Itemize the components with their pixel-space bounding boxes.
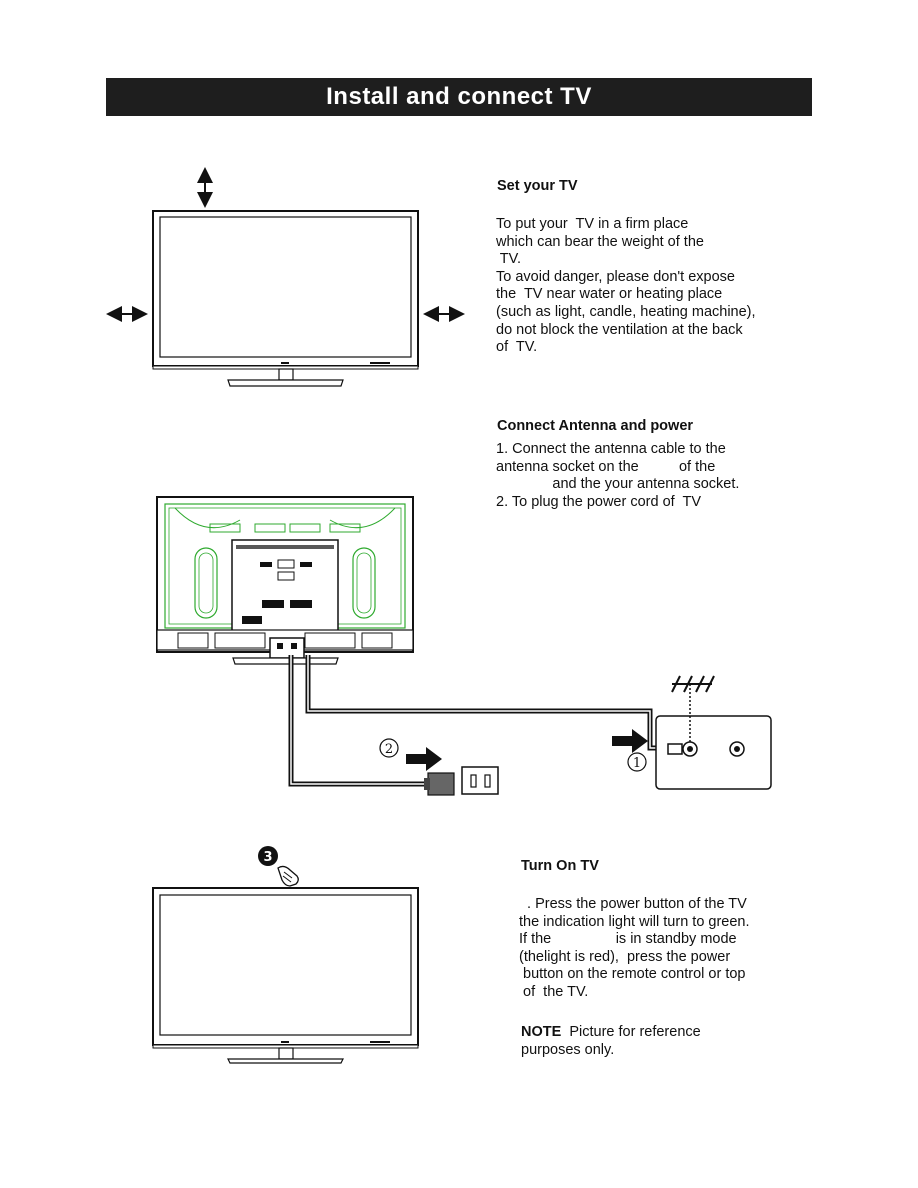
set-tv-line: do not block the ventilation at the back xyxy=(496,321,743,338)
step-marker-1-text: 1 xyxy=(633,756,641,771)
antenna-line: 1. Connect the antenna cable to the xyxy=(496,441,726,457)
turn-on-text: . Press the power button of the TV the i… xyxy=(519,896,750,1002)
antenna-cable xyxy=(305,655,668,751)
set-tv-line: To put your TV in a firm place xyxy=(496,216,689,232)
set-tv-line: To avoid danger, please don't expose xyxy=(496,268,735,285)
antenna-line: and the your antenna socket. xyxy=(496,476,740,493)
note-label: NOTE xyxy=(521,1024,562,1040)
note-text: Picture for reference xyxy=(561,1024,701,1040)
antenna-text: 1. Connect the antenna cable to the ante… xyxy=(496,441,739,511)
power-outlet-icon xyxy=(461,766,499,795)
step-marker-3: 3 xyxy=(258,846,278,866)
step-marker-3-text: 3 xyxy=(263,850,272,865)
set-tv-line: of TV. xyxy=(496,339,538,356)
antenna-arrow-icon xyxy=(612,729,648,753)
page-title: Install and connect TV xyxy=(326,83,592,110)
turn-on-line: If the is in standby mode xyxy=(519,931,737,948)
note-line: NOTE Picture for reference xyxy=(521,1024,701,1042)
tv-front-illustration xyxy=(152,210,419,387)
turn-on-line: button on the remote control or top xyxy=(519,966,746,983)
turn-on-line: (thelight is red), press the power xyxy=(519,948,731,965)
antenna-wall-plate xyxy=(655,684,772,790)
turn-on-line: . Press the power button of the TV xyxy=(519,896,747,912)
turn-on-line: the indication light will turn to green. xyxy=(519,913,750,930)
tv-back-illustration xyxy=(156,496,414,665)
set-tv-heading: Set your TV xyxy=(497,178,578,194)
set-tv-line: the TV near water or heating place xyxy=(496,286,723,303)
power-arrow-icon xyxy=(406,747,442,771)
power-cable xyxy=(288,655,428,787)
power-plug-icon xyxy=(424,772,455,796)
clearance-arrows xyxy=(106,167,465,322)
turn-on-line: of the TV. xyxy=(519,983,589,1000)
antenna-line: antenna socket on the of the xyxy=(496,458,716,475)
turn-on-heading: Turn On TV xyxy=(521,858,599,874)
set-tv-line: (such as light, candle, heating machine)… xyxy=(496,303,756,320)
antenna-heading: Connect Antenna and power xyxy=(497,418,694,434)
step-marker-1: 1 xyxy=(627,752,647,772)
note-block: NOTE Picture for reference purposes only… xyxy=(521,1024,701,1059)
antenna-line: 2. To plug the power cord of TV xyxy=(496,493,702,510)
note-line: purposes only. xyxy=(521,1041,615,1058)
set-tv-line: TV. xyxy=(496,251,521,268)
step-marker-2-text: 2 xyxy=(385,742,393,757)
step-marker-2: 2 xyxy=(379,738,399,758)
set-tv-line: which can bear the weight of the xyxy=(496,233,704,250)
page-title-banner: Install and connect TV xyxy=(106,78,812,116)
tv-power-on-illustration xyxy=(152,887,419,1064)
set-tv-text: To put your TV in a firm place which can… xyxy=(496,216,756,357)
pointing-hand-icon xyxy=(277,865,299,887)
antenna-icon xyxy=(671,675,715,693)
